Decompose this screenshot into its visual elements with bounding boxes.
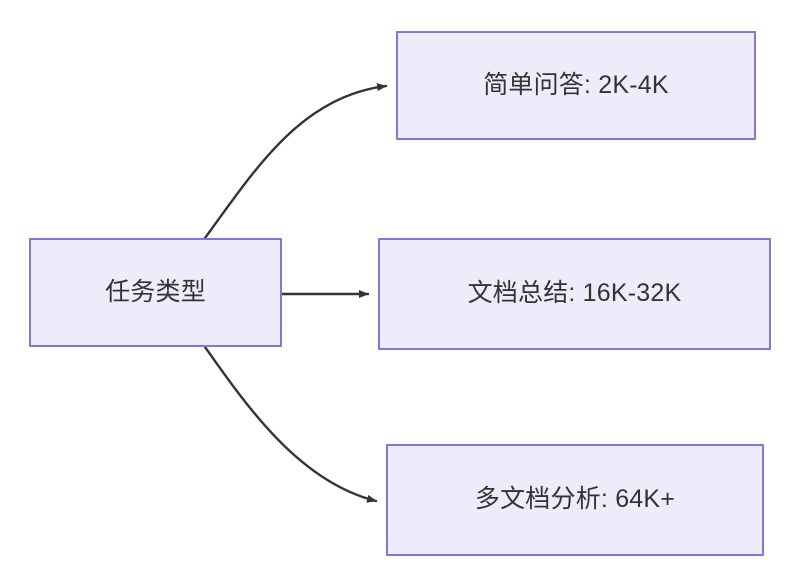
node-multi-document-analysis-label: 多文档分析: 64K+ [474,485,676,514]
node-multi-document-analysis[interactable]: 多文档分析: 64K+ [386,444,764,556]
node-simple-qa-label: 简单问答: 2K-4K [483,70,669,99]
node-document-summary-label: 文档总结: 16K-32K [467,279,682,308]
node-task-type-label: 任务类型 [105,277,206,306]
node-document-summary[interactable]: 文档总结: 16K-32K [378,238,771,350]
edge-root-to-simple-path [203,83,388,240]
edge-root-to-multi-path [203,345,378,503]
node-simple-qa[interactable]: 简单问答: 2K-4K [396,31,756,140]
node-task-type[interactable]: 任务类型 [29,238,282,347]
